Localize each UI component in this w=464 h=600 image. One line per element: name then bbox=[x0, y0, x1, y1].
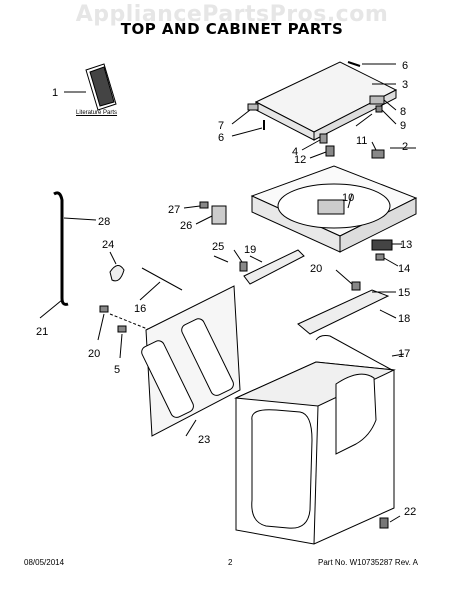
page-title: TOP AND CABINET PARTS bbox=[120, 20, 344, 38]
callout-12: 12 bbox=[294, 154, 306, 166]
lid-bumper bbox=[301, 133, 328, 151]
rear-brace bbox=[297, 269, 397, 335]
hose-clip bbox=[109, 251, 125, 282]
callout-15: 15 bbox=[398, 287, 410, 299]
callout-23: 23 bbox=[198, 434, 210, 446]
footer-page-number: 2 bbox=[228, 558, 233, 567]
callout-20b: 20 bbox=[88, 348, 100, 360]
literature-booklet bbox=[64, 63, 117, 111]
footer-part-number: Part No. W10735287 Rev. A bbox=[318, 558, 418, 567]
callout-8: 8 bbox=[400, 106, 406, 118]
lid-switch bbox=[309, 141, 385, 159]
rod bbox=[139, 267, 183, 301]
lid-hinge-pin-top bbox=[347, 61, 396, 67]
callout-14: 14 bbox=[398, 263, 410, 275]
literature-parts-label: Literature Parts bbox=[76, 110, 118, 116]
watermark-text: AppliancePartsPros.com bbox=[75, 2, 389, 27]
screws bbox=[97, 305, 151, 359]
control-bracket bbox=[183, 201, 227, 225]
callout-26: 26 bbox=[180, 220, 192, 232]
callout-21: 21 bbox=[36, 326, 48, 338]
callout-16: 16 bbox=[134, 303, 146, 315]
cabinet bbox=[234, 335, 405, 545]
callout-3: 3 bbox=[402, 79, 408, 91]
drain-hose bbox=[39, 191, 97, 319]
leveling-foot bbox=[379, 515, 401, 529]
callout-6: 6 bbox=[402, 60, 408, 72]
callout-24: 24 bbox=[102, 239, 114, 251]
callout-13: 13 bbox=[400, 239, 412, 251]
top-cabinet-panel bbox=[250, 147, 418, 253]
callout-1: 1 bbox=[52, 87, 58, 99]
rear-panel bbox=[141, 285, 241, 437]
callout-17: 17 bbox=[398, 348, 410, 360]
callout-4: 4 bbox=[292, 146, 298, 158]
footer-date: 08/05/2014 bbox=[24, 558, 65, 567]
callout-20: 20 bbox=[310, 263, 322, 275]
lid-hinge bbox=[369, 95, 397, 125]
callout-19: 19 bbox=[244, 244, 256, 256]
callout-6b: 6 bbox=[218, 132, 224, 144]
callout-25: 25 bbox=[212, 241, 224, 253]
callout-22: 22 bbox=[404, 506, 416, 518]
callout-28: 28 bbox=[98, 216, 110, 228]
callout-10: 10 bbox=[342, 192, 354, 204]
callout-7: 7 bbox=[218, 120, 224, 132]
callout-11: 11 bbox=[356, 135, 367, 147]
callout-18: 18 bbox=[398, 313, 410, 325]
latch-assembly bbox=[371, 239, 402, 267]
callout-9: 9 bbox=[400, 120, 406, 132]
callout-labels: 1 6 3 7 8 6 9 4 11 2 12 10 27 26 13 25 1… bbox=[36, 60, 416, 518]
callout-27: 27 bbox=[168, 204, 180, 216]
callout-5: 5 bbox=[114, 364, 120, 376]
lid-screw bbox=[231, 103, 265, 137]
cabinet-rail bbox=[233, 249, 305, 285]
callout-2: 2 bbox=[402, 141, 408, 153]
